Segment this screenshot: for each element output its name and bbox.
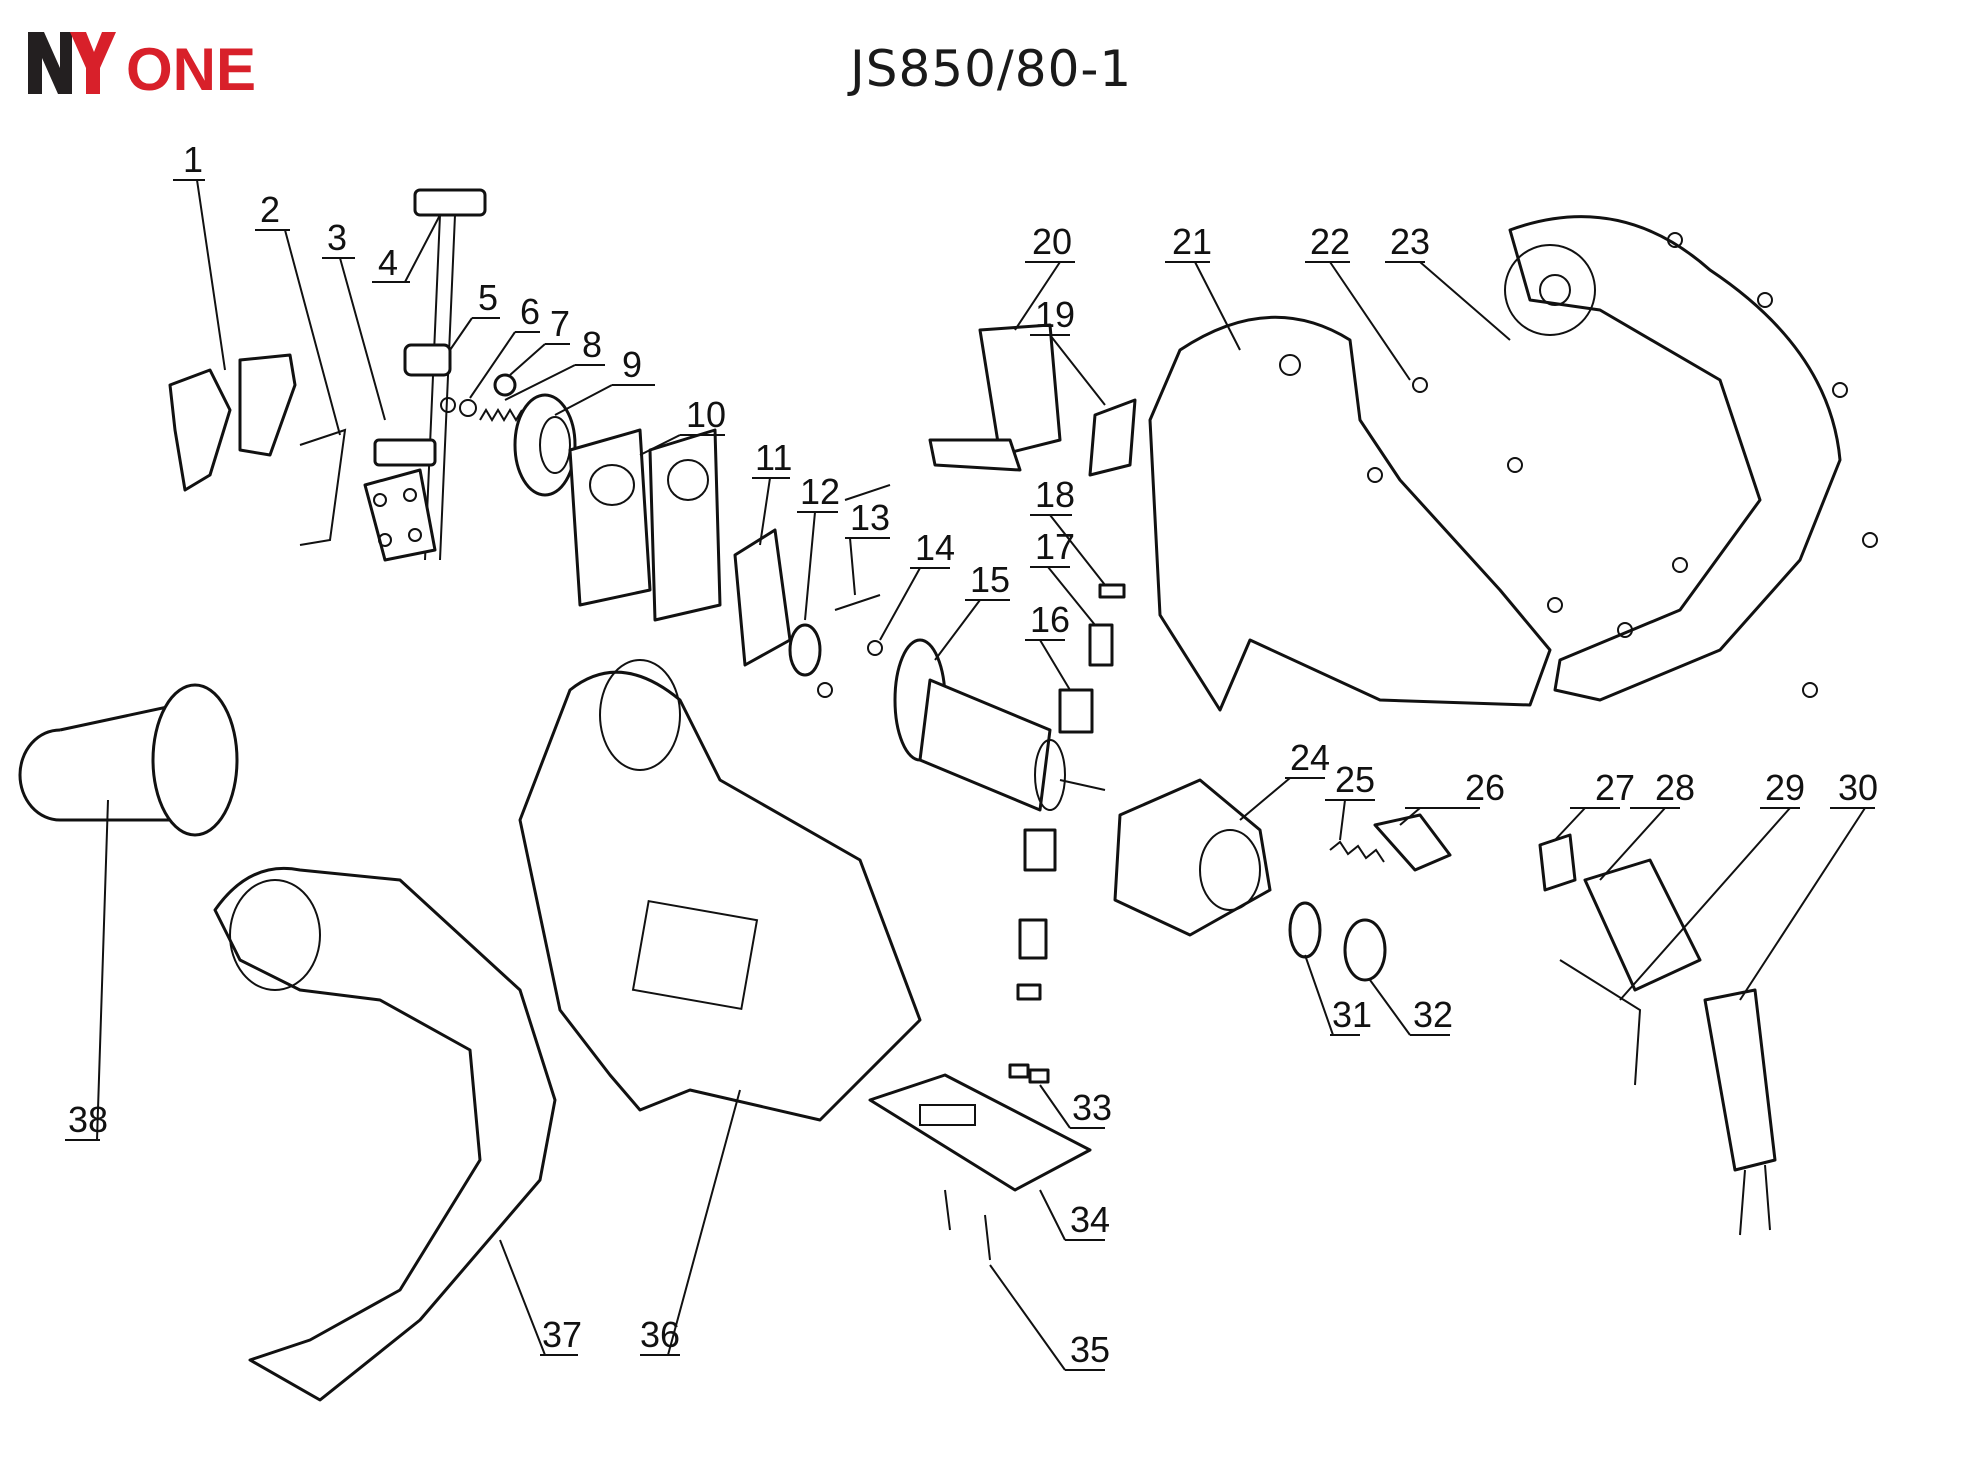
part-number-10: 10 [686, 394, 726, 435]
part-1-shape [168, 368, 232, 492]
part-number-23: 23 [1390, 221, 1430, 262]
part-number-34: 34 [1070, 1199, 1110, 1240]
part-number-35: 35 [1070, 1329, 1110, 1370]
part-number-26: 26 [1465, 767, 1505, 808]
part-number-24: 24 [1290, 737, 1330, 778]
part-number-18: 18 [1035, 474, 1075, 515]
part-number-4: 4 [378, 242, 398, 283]
part-number-17: 17 [1035, 526, 1075, 567]
part-number-12: 12 [800, 471, 840, 512]
part-number-21: 21 [1172, 221, 1212, 262]
part-number-32: 32 [1413, 994, 1453, 1035]
ny-one-logo: ONE [28, 32, 256, 98]
part-number-15: 15 [970, 559, 1010, 600]
part-number-3: 3 [327, 217, 347, 258]
part-number-8: 8 [582, 324, 602, 365]
model-title: JS850/80-1 [850, 40, 1133, 98]
part-number-5: 5 [478, 277, 498, 318]
svg-text:ONE: ONE [126, 36, 256, 98]
part-number-7: 7 [550, 303, 570, 344]
part-number-28: 28 [1655, 767, 1695, 808]
part-number-19: 19 [1035, 294, 1075, 335]
part-number-30: 30 [1838, 767, 1878, 808]
part-number-29: 29 [1765, 767, 1805, 808]
part-number-13: 13 [850, 497, 890, 538]
part-number-11: 11 [755, 437, 792, 478]
part-number-14: 14 [915, 527, 955, 568]
part-number-22: 22 [1310, 221, 1350, 262]
part-number-38: 38 [68, 1099, 108, 1140]
part-number-9: 9 [622, 344, 642, 385]
part-number-labels: 1 2 3 4 5 6 7 8 9 10 11 12 13 14 15 16 1… [68, 139, 1878, 1370]
part-number-2: 2 [260, 189, 280, 230]
part-number-33: 33 [1072, 1087, 1112, 1128]
part-number-37: 37 [542, 1314, 582, 1355]
part-number-25: 25 [1335, 759, 1375, 800]
leader-lines [65, 179, 1875, 1371]
part-number-20: 20 [1032, 221, 1072, 262]
part-number-27: 27 [1595, 767, 1635, 808]
part-number-1: 1 [183, 139, 203, 180]
part-number-6: 6 [520, 291, 540, 332]
part-number-36: 36 [640, 1314, 680, 1355]
part-number-16: 16 [1030, 599, 1070, 640]
parts-drawing [18, 188, 1878, 1402]
part-number-31: 31 [1332, 994, 1372, 1035]
